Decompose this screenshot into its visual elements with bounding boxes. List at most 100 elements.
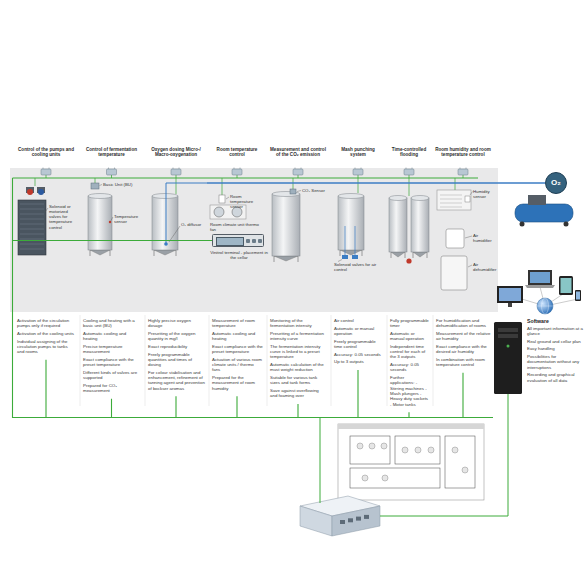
control-module [171,169,181,175]
tank-leg [90,250,91,256]
feature-text: Automatic calculation of the must weight… [270,362,327,373]
feature-text: Exact compliance with the preset tempera… [83,357,141,368]
feature-text: Measurement of the relative air humidity [436,331,491,342]
part-label: Temperature sensor [114,214,142,224]
feature-text: Exact compliance with the desired air hu… [436,344,491,355]
tank-cone [340,250,362,255]
network-box-front [300,506,332,536]
drive-bay [498,334,518,338]
plan-room [395,436,440,464]
part-label: Basic Unit (BU) [103,182,141,187]
plan-tank [452,447,458,453]
column-separator [80,315,81,406]
software-feature: Recording and graphical evaluation of al… [527,372,583,383]
part-label: Room climate unit thermo fan [210,222,264,232]
feature-text: Different kinds of valves are supported [83,370,141,381]
module-pin [295,168,296,170]
feature-text: Exact compliance with the preset tempera… [212,344,263,355]
feature-list: For humidification and dehumidification … [436,318,491,370]
globe-equator [537,306,553,307]
column-heading: Oxygen dosing Micro-/ Macro-oxygenation [145,146,207,158]
function-column: Measurement and control of the CO₂ emiss… [267,146,329,404]
terminal-button [246,239,250,243]
feature-text: Automatic or manual operation [334,326,383,337]
column-separator [331,315,332,406]
tank-body [411,198,429,252]
plan-tank [462,467,468,473]
compressor-wheel [564,222,569,227]
cooling-fin [20,244,44,245]
feature-text: Monitoring of the fermentation intensity [270,318,327,329]
feature-text: For humidification and dehumidification … [436,318,491,329]
bus-wire [358,175,359,178]
module-pin [406,168,407,170]
monitor [497,286,523,303]
unit-wire [95,178,96,183]
feature-text: Further applications: - Stirring machine… [390,375,429,407]
compressor-motor [528,195,546,205]
module-pin [355,168,356,170]
co2-sensor [290,189,296,194]
cooling-fin [20,234,44,235]
feature-text: Exact reproducibility [148,344,205,349]
air-dehumidifier [441,256,467,290]
column-heading: Room temperature control [209,146,265,158]
wire-connector [112,399,494,418]
feature-text: Prepared for the measurement of room hum… [212,375,263,391]
tank-body [88,196,112,250]
software-feature: Easy handling [527,346,583,351]
bus-wire [13,178,479,179]
column-heading: Control of fermentation temperature [80,146,143,158]
basic-unit [91,183,99,189]
gas-symbol: O₂ [551,179,561,187]
leader-line [338,260,342,262]
function-column: Control of the pumps and cooling unitsAc… [14,146,78,360]
laptop-screen [530,272,550,283]
unit-wire [455,178,456,190]
feature-text: Activation of the cooling units [17,331,76,336]
column-separator [209,315,210,406]
cooling-fin [20,214,44,215]
module-pin [240,168,241,170]
feature-text: For colour stabilisation and enhancement… [148,370,205,391]
wire-connector [463,373,493,418]
feature-list: Measurement of room temperatureAutomatic… [212,318,263,393]
grill-line [440,203,462,204]
part-label: Solenoid or motorized valves for tempera… [49,204,80,230]
solenoid-valve [342,255,348,259]
feature-list: Air controlAutomatic or manual operation… [334,318,383,367]
tank-body [152,196,178,250]
part-label: Air humidifier [473,233,498,243]
laptop [528,270,552,285]
feature-text: Accuracy: 0.05 seconds [390,362,429,373]
drive-bay [498,328,518,332]
column-heading: Mash punching system [331,146,385,158]
plan-tank [415,447,421,453]
leader-line [45,208,48,212]
module-pin [412,168,413,170]
tank-top [152,194,178,199]
floor-plan [338,424,484,500]
module-pin [179,168,180,170]
plan-room [350,468,440,488]
plan-toolbar [338,424,484,429]
feature-list: Fully programmable timerAutomatic or man… [390,318,429,409]
oxygen-pipe [166,183,207,243]
tank-cone [90,250,110,255]
control-module [353,169,363,175]
tank-leg [427,252,428,258]
tank-body [389,198,407,252]
fan-wheel [214,207,224,217]
module-pin [301,168,302,170]
feature-text: Presetting of the oxygen quantity in mg/… [148,331,205,342]
module-pin [49,168,50,170]
grill-line [440,199,462,200]
wire-connector [409,412,493,417]
software-panel: SoftwareAll important information at a g… [493,316,583,426]
feature-text: Prepared for CO₂ measurement [83,383,141,394]
control-module [41,169,51,175]
software-heading: Software [527,318,583,324]
part-label: Room temperature sensor [230,194,264,209]
